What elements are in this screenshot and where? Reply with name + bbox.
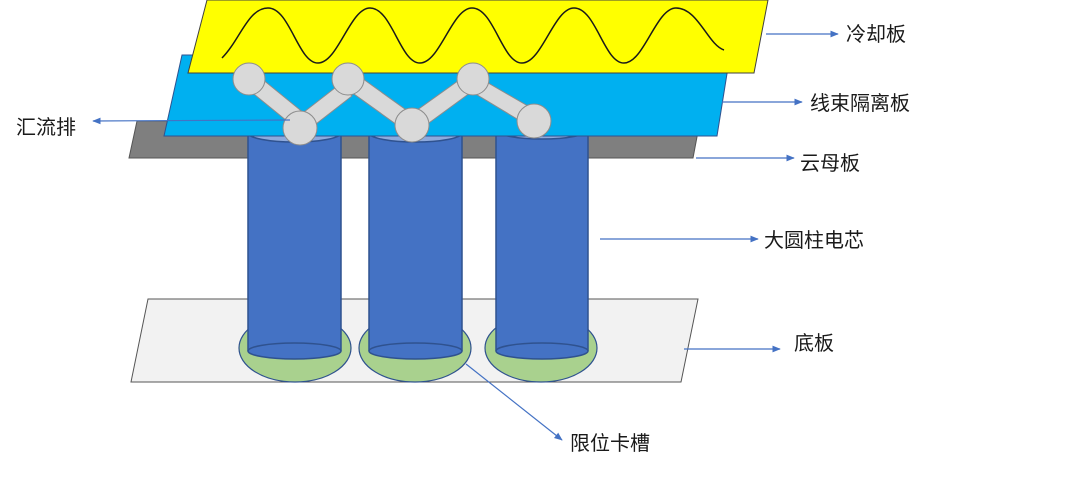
label-mica-plate: 云母板	[800, 151, 860, 175]
label-slot: 限位卡槽	[570, 431, 650, 455]
cell-1	[247, 123, 342, 360]
label-base-plate: 底板	[794, 331, 834, 355]
cell-3	[495, 120, 589, 360]
arrow-busbar	[92, 117, 291, 125]
busbar	[232, 62, 552, 146]
cell-2	[368, 123, 463, 360]
label-cooling-plate: 冷却板	[846, 22, 906, 46]
label-cell: 大圆柱电芯	[764, 228, 864, 252]
arrow-slot	[465, 363, 563, 441]
label-busbar: 汇流排	[16, 115, 76, 139]
cooling-channel-wave	[221, 7, 725, 64]
cooling-plate	[187, 0, 769, 74]
label-harness-isolation-plate: 线束隔离板	[810, 91, 910, 115]
